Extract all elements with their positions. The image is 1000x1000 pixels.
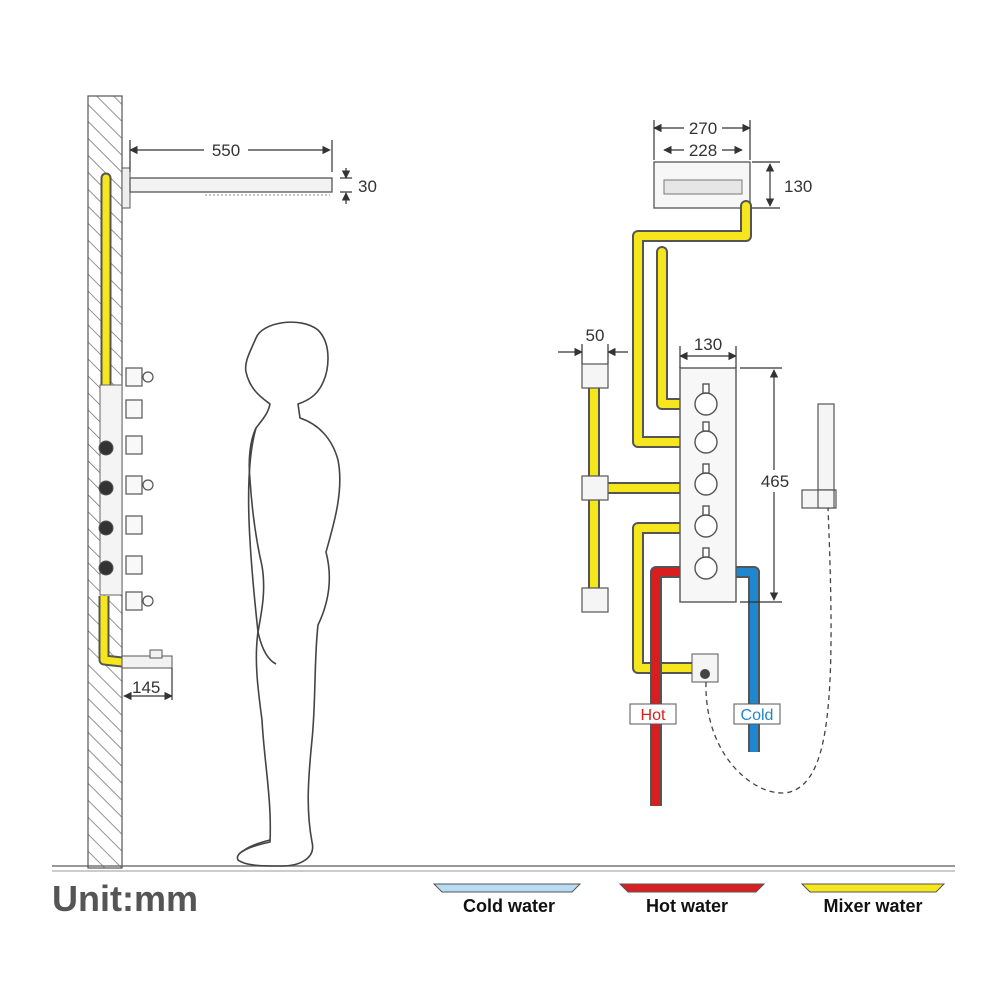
human-figure xyxy=(236,321,341,867)
side-body-jets xyxy=(98,440,114,576)
hand-shower xyxy=(801,403,837,509)
side-spout xyxy=(121,649,173,669)
side-knobs xyxy=(125,367,154,611)
dim-head-inner-width: 228 xyxy=(689,141,717,160)
dim-arm-length: 550 xyxy=(212,141,240,160)
hand-shower-hose xyxy=(705,507,832,794)
cold-tag-label: Cold xyxy=(741,707,774,724)
dim-head-depth: 130 xyxy=(784,177,812,196)
floor-line xyxy=(52,865,955,872)
diverter-box xyxy=(691,653,719,683)
dim-panel-width: 130 xyxy=(694,335,722,354)
hot-water-pipe xyxy=(650,566,682,806)
hot-tag: Hot xyxy=(629,703,677,725)
legend-hot: Hot water xyxy=(618,883,766,916)
dim-jet-width: 50 xyxy=(586,326,605,345)
valve-knobs xyxy=(694,383,718,580)
legend-hot-label: Hot water xyxy=(646,896,728,916)
legend-mixer-label: Mixer water xyxy=(823,896,922,916)
hot-tag-label: Hot xyxy=(641,707,666,724)
side-panel xyxy=(98,367,154,611)
legend-mixer: Mixer water xyxy=(800,883,946,916)
dimension-labels: 550 30 145 270 228 130 50 130 465 xyxy=(132,117,812,697)
body-jets xyxy=(581,363,609,613)
unit-label: Unit:mm xyxy=(52,878,198,919)
side-rain-shower xyxy=(121,167,333,209)
dim-head-width: 270 xyxy=(689,119,717,138)
dim-head-thickness: 30 xyxy=(358,177,377,196)
legend-cold-label: Cold water xyxy=(463,896,555,916)
dim-panel-height: 465 xyxy=(761,472,789,491)
legend-cold: Cold water xyxy=(432,883,582,916)
valve-panel xyxy=(679,367,737,603)
legend: Cold water Hot water Mixer water xyxy=(432,883,946,916)
cold-tag: Cold xyxy=(733,703,781,725)
side-mixer-pipe xyxy=(98,172,123,668)
rain-head-top-view xyxy=(653,161,751,209)
dim-spout-depth: 145 xyxy=(132,678,160,697)
cold-water-pipe xyxy=(734,566,760,752)
